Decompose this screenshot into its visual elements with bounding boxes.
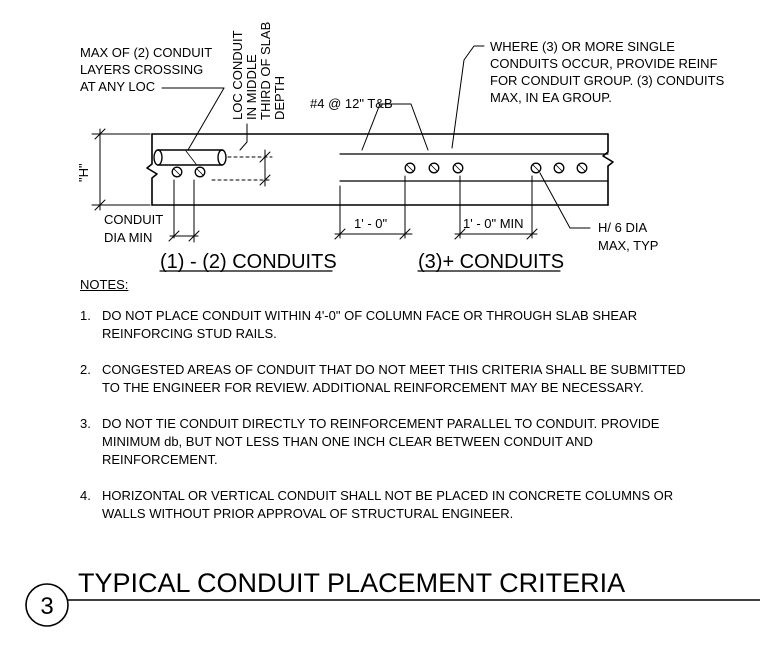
- note-text: DO NOT PLACE CONDUIT WITHIN 4'-0" OF COL…: [102, 308, 638, 341]
- section-title-right: (3)+ CONDUITS: [418, 251, 564, 273]
- max-layers-line3: AT ANY LOC: [80, 79, 155, 94]
- loc-conduit-line3: THIRD OF SLAB: [258, 22, 273, 120]
- conduit-dia-line1: CONDUIT: [104, 212, 163, 227]
- note-text: HORIZONTAL OR VERTICAL CONDUIT SHALL NOT…: [102, 488, 674, 521]
- slab-height-label: "H": [76, 163, 91, 182]
- detail-title: TYPICAL CONDUIT PLACEMENT CRITERIA: [78, 568, 625, 598]
- conduit-tube: [153, 149, 227, 166]
- group-rule-line2: CONDUITS OCCUR, PROVIDE REINF: [490, 56, 718, 71]
- loc-conduit-line4: DEPTH: [272, 76, 287, 120]
- notes-block: NOTES: 1. DO NOT PLACE CONDUIT WITHIN 4'…: [80, 276, 740, 541]
- note-number: 2.: [80, 362, 91, 377]
- conduit-dia-dimension: [168, 179, 200, 243]
- note-item: 1. DO NOT PLACE CONDUIT WITHIN 4'-0" OF …: [80, 307, 740, 343]
- slab-height-dimension: [91, 128, 151, 211]
- rebar-label: #4 @ 12" T&B: [310, 96, 393, 111]
- loc-conduit-line1: LOC CONDUIT: [230, 30, 245, 120]
- note-item: 3. DO NOT TIE CONDUIT DIRECTLY TO REINFO…: [80, 415, 740, 469]
- leader-rebar: [361, 103, 429, 151]
- note-item: 2. CONGESTED AREAS OF CONDUIT THAT DO NO…: [80, 361, 740, 397]
- note-text: DO NOT TIE CONDUIT DIRECTLY TO REINFORCE…: [102, 416, 660, 467]
- spacing-dimension-b: [454, 175, 538, 240]
- group-rule-line3: FOR CONDUIT GROUP. (3) CONDUITS: [490, 73, 725, 88]
- conduit-circles-left: [171, 166, 206, 178]
- top-bottom-reinforcement: [339, 153, 609, 182]
- slab-section: [146, 133, 614, 206]
- middle-third-dimension: [211, 123, 273, 187]
- note-number: 1.: [80, 308, 91, 323]
- note-item: 4. HORIZONTAL OR VERTICAL CONDUIT SHALL …: [80, 487, 740, 523]
- max-dia-line1: H/ 6 DIA: [598, 220, 647, 235]
- notes-heading: NOTES:: [80, 277, 129, 292]
- group-rule-line1: WHERE (3) OR MORE SINGLE: [490, 39, 675, 54]
- note-number: 4.: [80, 488, 91, 503]
- detail-number-bubble: [25, 583, 69, 627]
- max-layers-line1: MAX OF (2) CONDUIT: [80, 45, 212, 60]
- group-rule-line4: MAX, IN EA GROUP.: [490, 90, 612, 105]
- spacing-label-a: 1' - 0": [354, 216, 387, 231]
- leader-max-layers: [161, 87, 225, 151]
- spacing-label-b: 1' - 0" MIN: [463, 216, 524, 231]
- conduit-dia-line2: DIA MIN: [104, 230, 152, 245]
- spacing-dimension-a: [334, 175, 413, 240]
- max-dia-line2: MAX, TYP: [598, 238, 658, 253]
- detail-number: 3: [40, 593, 53, 620]
- max-layers-line2: LAYERS CROSSING: [80, 62, 203, 77]
- note-number: 3.: [80, 416, 91, 431]
- leader-group-rule: [451, 45, 485, 149]
- conduit-circles-right: [404, 162, 588, 174]
- leader-max-dia: [539, 172, 591, 229]
- loc-conduit-line2: IN MIDDLE: [244, 54, 259, 120]
- note-text: CONGESTED AREAS OF CONDUIT THAT DO NOT M…: [102, 362, 686, 395]
- section-title-left: (1) - (2) CONDUITS: [160, 251, 337, 273]
